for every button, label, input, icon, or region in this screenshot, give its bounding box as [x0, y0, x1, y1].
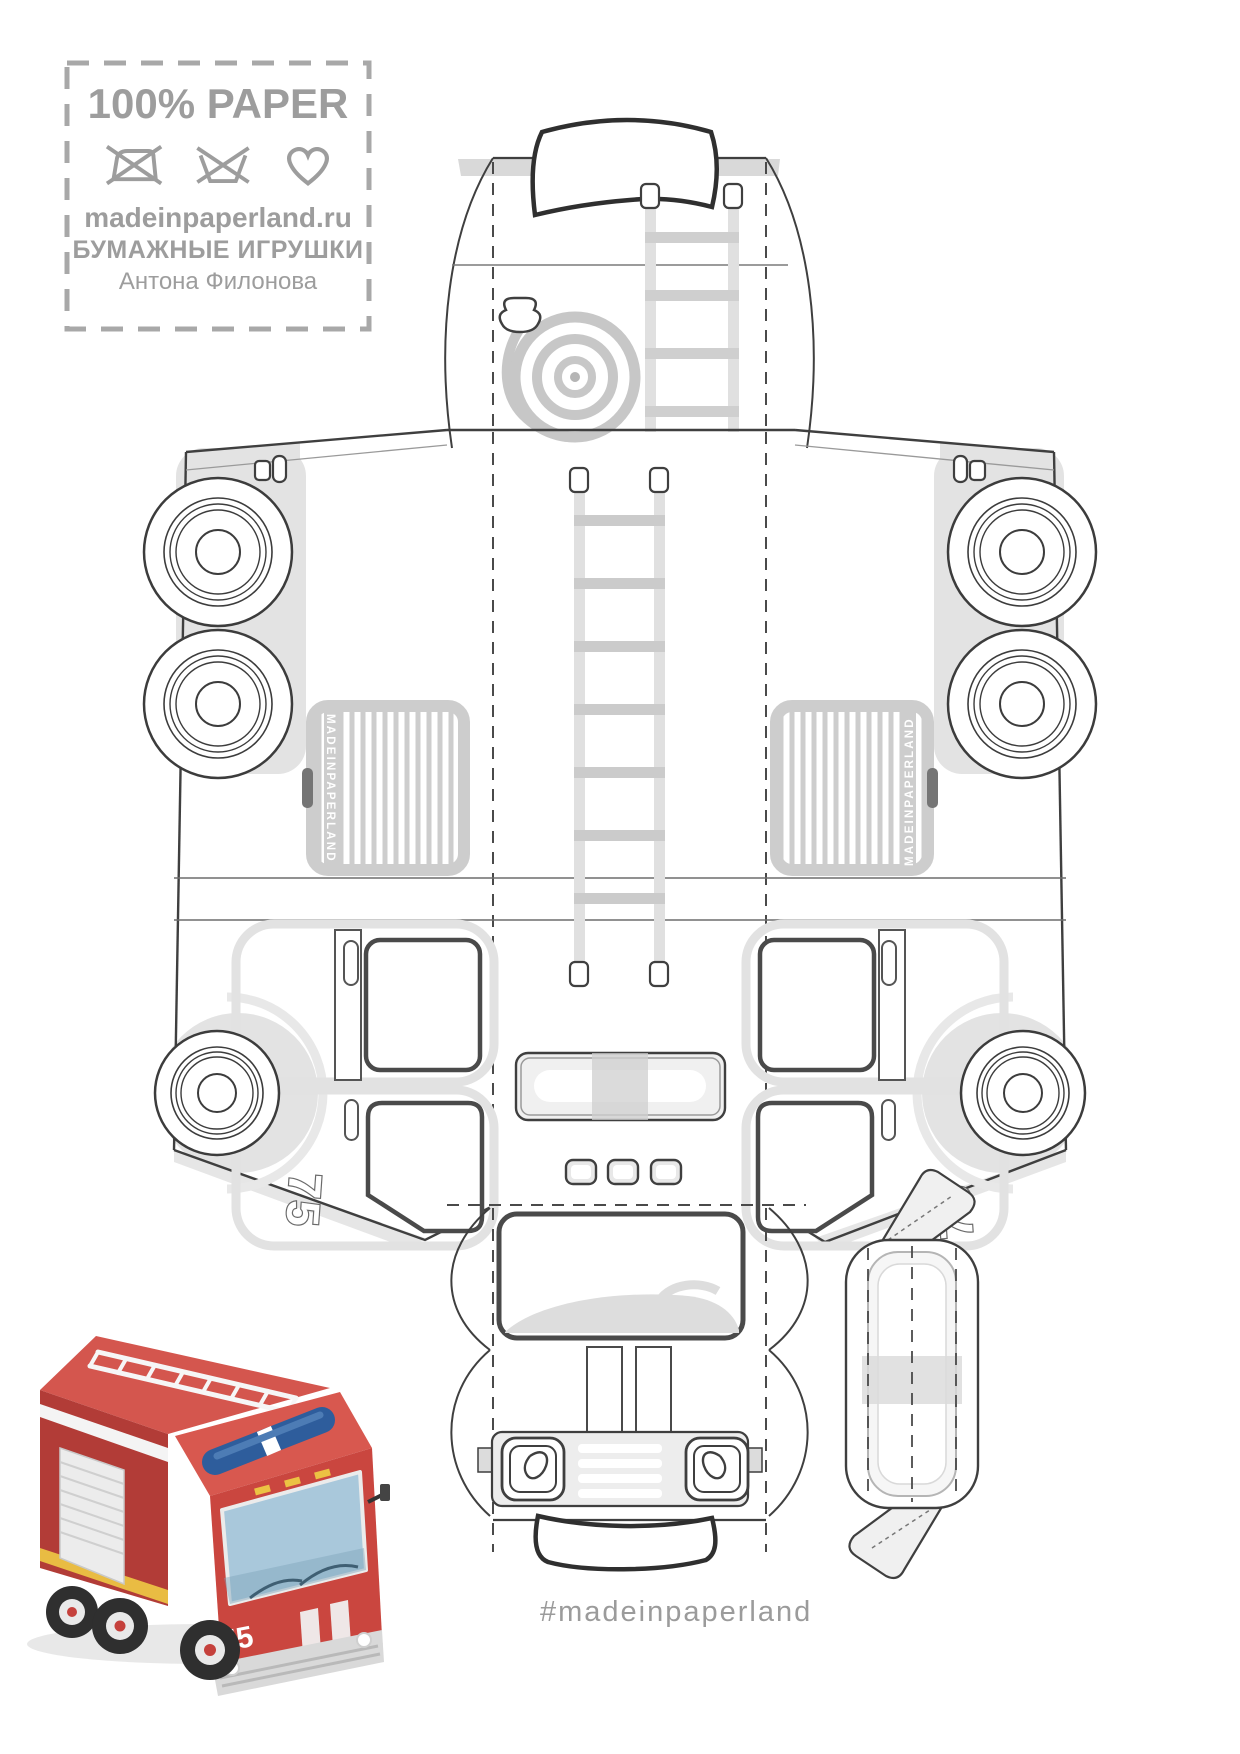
wheel: [959, 1029, 1087, 1157]
unit-number: 75: [276, 1171, 332, 1230]
shutter-grille-right: MADEINPAPERLAND: [770, 700, 938, 876]
brand-box: 100% PAPER madeinpaperland.ru БУМАЖНЫЕ И…: [64, 60, 372, 332]
wheel: [946, 628, 1098, 780]
assembled-truck-photo: 75: [27, 1336, 390, 1696]
truck-lightbar: [202, 1407, 335, 1475]
dark-tab: [927, 768, 938, 808]
glue-tab-bottom: [533, 1513, 718, 1572]
glue-tab-top: [530, 117, 719, 218]
headlight: [684, 1436, 750, 1502]
front-panel-strip: [586, 1346, 623, 1433]
wheel: [142, 476, 294, 628]
fire-hose-coil: [498, 296, 641, 443]
front-bumper: [477, 1430, 763, 1508]
do-not-wash-icon: [196, 146, 250, 184]
twist-end-bottom: [848, 1494, 948, 1580]
roof-flap: [444, 117, 815, 449]
truck-shutter: [59, 1446, 125, 1586]
hose-nozzle: [498, 296, 542, 334]
cab-window: [755, 1100, 875, 1234]
wheel: [153, 1029, 281, 1157]
vertical-brand-text: MADEINPAPERLAND: [324, 714, 336, 862]
cab-left: 75: [226, 919, 499, 1251]
do-not-iron-icon: [105, 145, 163, 186]
cab-window: [363, 937, 483, 1073]
glue-flap-curve: [765, 157, 815, 449]
door-handle: [344, 1099, 359, 1141]
dashed-border: [64, 60, 372, 332]
wheel: [946, 476, 1098, 628]
truck-mirror: [367, 1484, 390, 1504]
brand-website: madeinpaperland.ru: [84, 202, 352, 233]
front-panel-strip: [635, 1346, 672, 1433]
lightbar-piece: [844, 1168, 980, 1580]
truck-wheels: [46, 1586, 240, 1680]
door-frame: [741, 919, 1009, 1087]
door-frame: [231, 1085, 499, 1251]
door-handle: [343, 940, 359, 986]
clasp-icon: [253, 454, 987, 484]
brand-tagline: БУМАЖНЫЕ ИГРУШКИ: [72, 236, 364, 264]
glue-flap-curve: [444, 157, 494, 449]
cab-window: [365, 1100, 485, 1234]
wheel: [142, 628, 294, 780]
brand-title: 100% PAPER: [87, 80, 349, 127]
hashtag-text: #madeinpaperland: [540, 1596, 813, 1628]
truck-box-top: [40, 1336, 330, 1434]
glue-flap-curves: [450, 1207, 809, 1517]
headlight: [500, 1436, 566, 1502]
rear-step: [514, 1051, 727, 1122]
front-section: [447, 1204, 809, 1572]
heart-icon: [287, 147, 329, 186]
roof-ladder: [639, 182, 744, 432]
cab-window: [757, 937, 877, 1073]
windshield: [496, 1211, 746, 1341]
clearance-lights: [564, 1158, 683, 1186]
main-ladder: [568, 466, 670, 988]
dark-tab: [302, 768, 313, 808]
truck-roof-ladder: [87, 1349, 299, 1415]
truck-windshield: [220, 1470, 368, 1606]
truck-marker-lights: [254, 1468, 331, 1496]
brand-author: Антона Филонова: [118, 268, 318, 295]
door-handle: [881, 940, 897, 986]
main-body: MADEINPAPERLAND MADEINPAPERLAND: [142, 428, 1098, 1251]
door-frame: [231, 919, 499, 1087]
door-handle: [881, 1099, 896, 1141]
twist-end-top: [876, 1168, 976, 1254]
vertical-brand-text: MADEINPAPERLAND: [904, 718, 916, 866]
shutter-grille-left: MADEINPAPERLAND: [302, 700, 470, 876]
care-icons-row: [64, 138, 372, 190]
